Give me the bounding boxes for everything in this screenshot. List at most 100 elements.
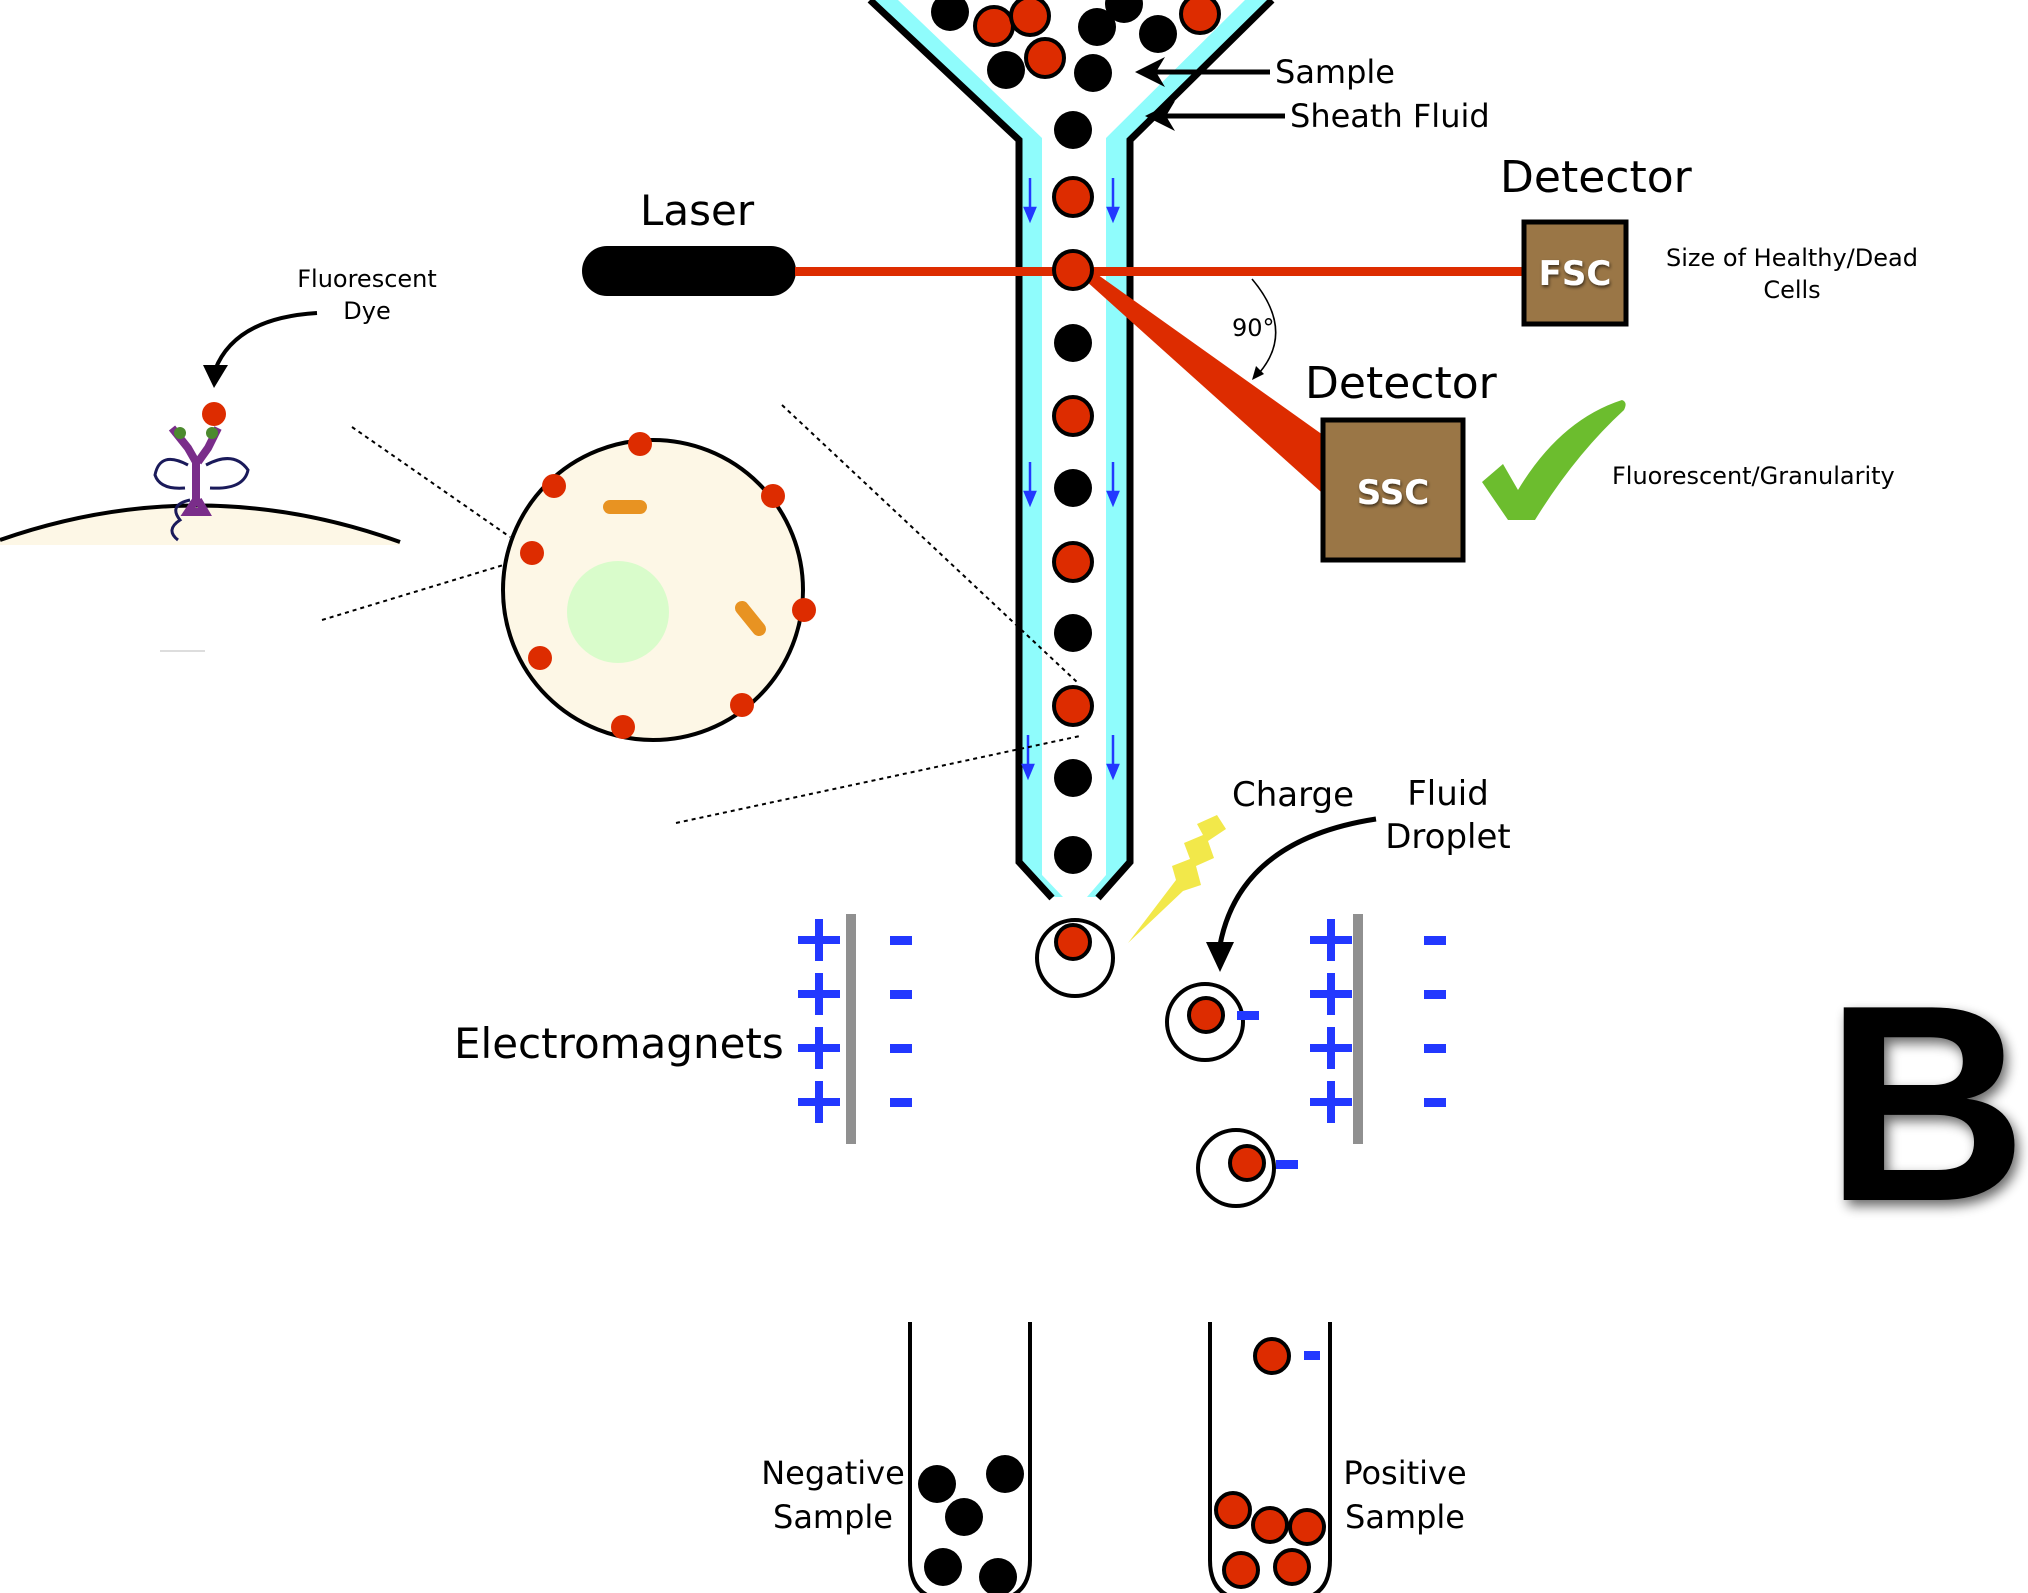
- negative-charge-sign: [1304, 1351, 1320, 1360]
- positive-particle: [1052, 249, 1094, 291]
- sheath-fluid-left: [872, 0, 1063, 897]
- fsc-detector-box: [1521, 219, 1629, 327]
- negative-charge-sign: [1424, 1044, 1446, 1053]
- positive-charge-sign: [1327, 1027, 1335, 1069]
- droplet-pointer-arrowhead: [1206, 942, 1234, 972]
- ssc-label: SSC: [1357, 473, 1429, 513]
- negative-particle: [1078, 8, 1116, 46]
- positive-particle: [1052, 176, 1094, 218]
- organelle: [735, 601, 766, 636]
- flow-arrowhead: [1106, 763, 1120, 781]
- positive-charge-sign: [1327, 1081, 1335, 1123]
- negative-particle: [1054, 111, 1092, 149]
- positive-charge-sign: [815, 919, 823, 961]
- negative-particle: [987, 51, 1025, 89]
- laser-label: Laser: [640, 186, 755, 235]
- sheath-fluid-label: Sheath Fluid: [1290, 97, 1490, 135]
- fluorescent-dye-label-line2: Dye: [343, 297, 390, 325]
- sheath-fluid-right: [1087, 0, 1270, 897]
- flow-arrowhead: [1023, 490, 1037, 508]
- fluid-droplet: [1165, 982, 1245, 1062]
- fluid-droplet: [1035, 918, 1115, 998]
- positive-charge-sign: [815, 1027, 823, 1069]
- negative-particle: [1074, 54, 1112, 92]
- positive-sample-label-line2: Sample: [1345, 1498, 1465, 1536]
- positive-sample-tube: [1208, 1322, 1332, 1593]
- negative-particle: [931, 0, 969, 31]
- negative-charge-sign: [1424, 936, 1446, 945]
- negative-sample-label-line1: Negative: [761, 1454, 905, 1492]
- positive-particle: [1024, 37, 1066, 79]
- checkmark-icon: [1482, 400, 1626, 520]
- negative-particle: [1139, 15, 1177, 53]
- negative-charge-sign: [1276, 1160, 1298, 1169]
- negative-particle: [1054, 836, 1092, 874]
- positive-particle: [973, 5, 1015, 47]
- negative-particle: [918, 1465, 956, 1503]
- dye-dot: [730, 693, 754, 717]
- negative-charge-sign: [1424, 990, 1446, 999]
- stream-particles: [1052, 111, 1094, 874]
- fluorescent-dye-dot: [202, 402, 226, 426]
- fluid-droplet-label-line2: Droplet: [1385, 817, 1511, 857]
- positive-particle: [1187, 996, 1225, 1034]
- positive-particle: [1179, 0, 1221, 35]
- positive-particle: [1253, 1337, 1291, 1375]
- angle-label: 90°: [1232, 314, 1275, 342]
- lightning-bolt-icon: [1128, 815, 1226, 943]
- electromagnet-plate: [846, 914, 856, 1144]
- sample-label: Sample: [1275, 53, 1395, 91]
- negative-particle: [979, 1558, 1017, 1593]
- positive-particle: [1052, 685, 1094, 727]
- dye-dot: [520, 541, 544, 565]
- positive-particle: [1009, 0, 1051, 37]
- negative-charge-sign: [1424, 1098, 1446, 1107]
- dye-pointer-arrowhead: [203, 365, 228, 388]
- fsc-description-line1: Size of Healthy/Dead: [1666, 244, 1918, 272]
- negative-charge-sign: [890, 1044, 912, 1053]
- panel-letter: B: [1825, 948, 2027, 1260]
- dye-dot: [528, 646, 552, 670]
- negative-particle: [1105, 0, 1143, 23]
- laser-beam: [795, 267, 1525, 276]
- fsc-description-line2: Cells: [1763, 276, 1820, 304]
- positive-particle: [1273, 1548, 1311, 1586]
- positive-particle: [1052, 541, 1094, 583]
- negative-charge-sign: [1237, 1011, 1259, 1020]
- electromagnets-label: Electromagnets: [454, 1019, 784, 1068]
- positive-particle: [1054, 923, 1092, 961]
- positive-particle: [1214, 1491, 1252, 1529]
- fsc-label: FSC: [1539, 254, 1612, 294]
- negative-particle: [1054, 759, 1092, 797]
- positive-particle: [1288, 1508, 1326, 1546]
- negative-particle: [945, 1498, 983, 1536]
- cell-membrane-closeup: [0, 503, 420, 665]
- electromagnets: [798, 914, 1446, 1144]
- angle-arrowhead: [1252, 366, 1264, 380]
- electromagnet-plate: [1353, 914, 1363, 1144]
- negative-charge-sign: [890, 1098, 912, 1107]
- positive-particle: [1251, 1506, 1289, 1544]
- fluorescent-dye-label-line1: Fluorescent: [297, 265, 437, 293]
- dye-dot: [792, 598, 816, 622]
- positive-particle: [1052, 395, 1094, 437]
- ssc-detector-box: [1320, 417, 1466, 563]
- dye-pointer-arrow: [213, 311, 318, 371]
- flow-arrowhead: [1106, 490, 1120, 508]
- negative-particle: [1054, 324, 1092, 362]
- angle-arc-arrow: [1251, 278, 1277, 373]
- negative-particle: [986, 1455, 1024, 1493]
- fluid-droplet: [1196, 1128, 1276, 1208]
- nucleus: [567, 561, 669, 663]
- ssc-detector-title: Detector: [1305, 358, 1498, 409]
- flow-arrowhead: [1023, 206, 1037, 224]
- dye-dot: [628, 432, 652, 456]
- positive-charge-sign: [1327, 919, 1335, 961]
- negative-charge-sign: [890, 990, 912, 999]
- negative-particle: [1054, 469, 1092, 507]
- side-scatter-beam: [1085, 272, 1330, 500]
- positive-particle: [1222, 1551, 1260, 1589]
- antibody-icon: [153, 402, 250, 542]
- flow-cell-wall-left: [867, 0, 1055, 901]
